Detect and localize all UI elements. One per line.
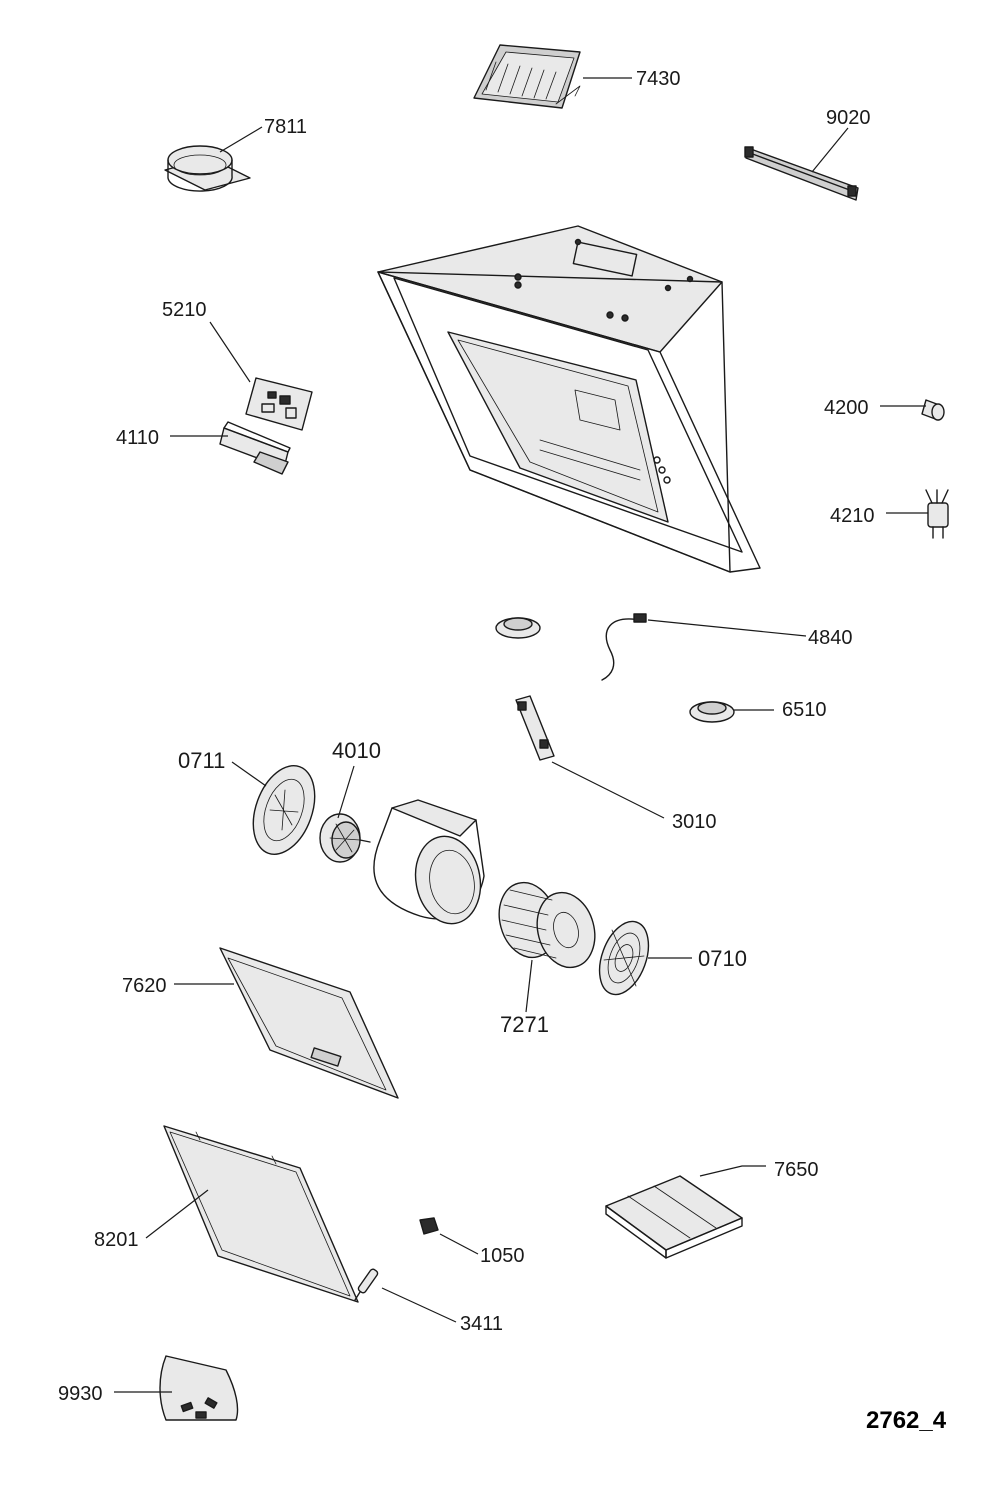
part-1050-clip <box>419 1217 439 1235</box>
part-3010-switch-block <box>515 695 555 761</box>
callout-0711: 0711 <box>178 748 225 773</box>
part-7620-filter-frame <box>219 947 399 1099</box>
callout-3010: 3010 <box>672 811 717 833</box>
part-0710-grille <box>598 920 650 996</box>
part-7811-outlet-flange <box>164 145 251 192</box>
part-0711-motor-plate <box>252 765 316 855</box>
leader-9020 <box>811 127 849 173</box>
callout-7620: 7620 <box>122 975 167 997</box>
callout-8201: 8201 <box>94 1229 139 1251</box>
part-9020-light-bar <box>744 146 859 201</box>
callout-5210: 5210 <box>162 299 207 321</box>
callout-labels: 7430 7811 9020 5210 4110 4200 4210 4840 … <box>58 68 875 1405</box>
part-7271-impeller <box>498 881 596 969</box>
part-4010-motor <box>319 813 371 863</box>
callout-4010: 4010 <box>332 738 381 763</box>
drawing-code: 2762_4 <box>866 1407 947 1434</box>
leader-7271 <box>525 959 533 1013</box>
part-5210-control-board <box>245 377 313 431</box>
callout-9020: 9020 <box>826 107 871 129</box>
callout-6510: 6510 <box>782 699 827 721</box>
leader-8201 <box>145 1189 209 1239</box>
callout-4200: 4200 <box>824 397 869 419</box>
callout-9930: 9930 <box>58 1383 103 1405</box>
leader-7811 <box>219 126 263 153</box>
leader-1050 <box>439 1233 479 1255</box>
part-8201-front-panel <box>163 1125 359 1303</box>
callout-4110: 4110 <box>116 427 159 449</box>
callout-7811: 7811 <box>264 116 307 138</box>
callout-0710: 0710 <box>698 946 747 971</box>
part-7430-filter-cassette <box>473 44 581 109</box>
part-hood-body <box>377 225 761 573</box>
part-4210-capacitor <box>925 489 949 539</box>
part-4200-lamp <box>921 399 945 421</box>
callout-3411: 3411 <box>460 1313 503 1335</box>
callout-7271: 7271 <box>500 1012 549 1037</box>
leader-4840 <box>647 619 807 637</box>
leader-0711 <box>231 761 267 787</box>
callout-4210: 4210 <box>830 505 875 527</box>
part-7650-carbon-filter <box>605 1175 743 1259</box>
leader-4010 <box>337 765 355 819</box>
leader-7650 <box>699 1165 766 1177</box>
part-6510-light-lens <box>689 701 735 723</box>
callout-4840: 4840 <box>808 627 853 649</box>
leader-lines <box>114 77 928 1393</box>
leader-3411 <box>381 1287 457 1323</box>
part-4110-switch-housing <box>219 421 291 475</box>
callout-7650: 7650 <box>774 1159 819 1181</box>
part-3411-hinge-pin <box>354 1268 379 1301</box>
leader-3010 <box>551 761 665 819</box>
part-4840-cable <box>601 613 647 681</box>
callout-7430: 7430 <box>636 68 681 90</box>
leader-5210 <box>209 321 251 383</box>
part-9930-hardware-bag <box>159 1355 239 1421</box>
callout-1050: 1050 <box>480 1245 525 1267</box>
part-light-lens-left <box>495 617 541 639</box>
part-blower-housing <box>373 799 485 925</box>
